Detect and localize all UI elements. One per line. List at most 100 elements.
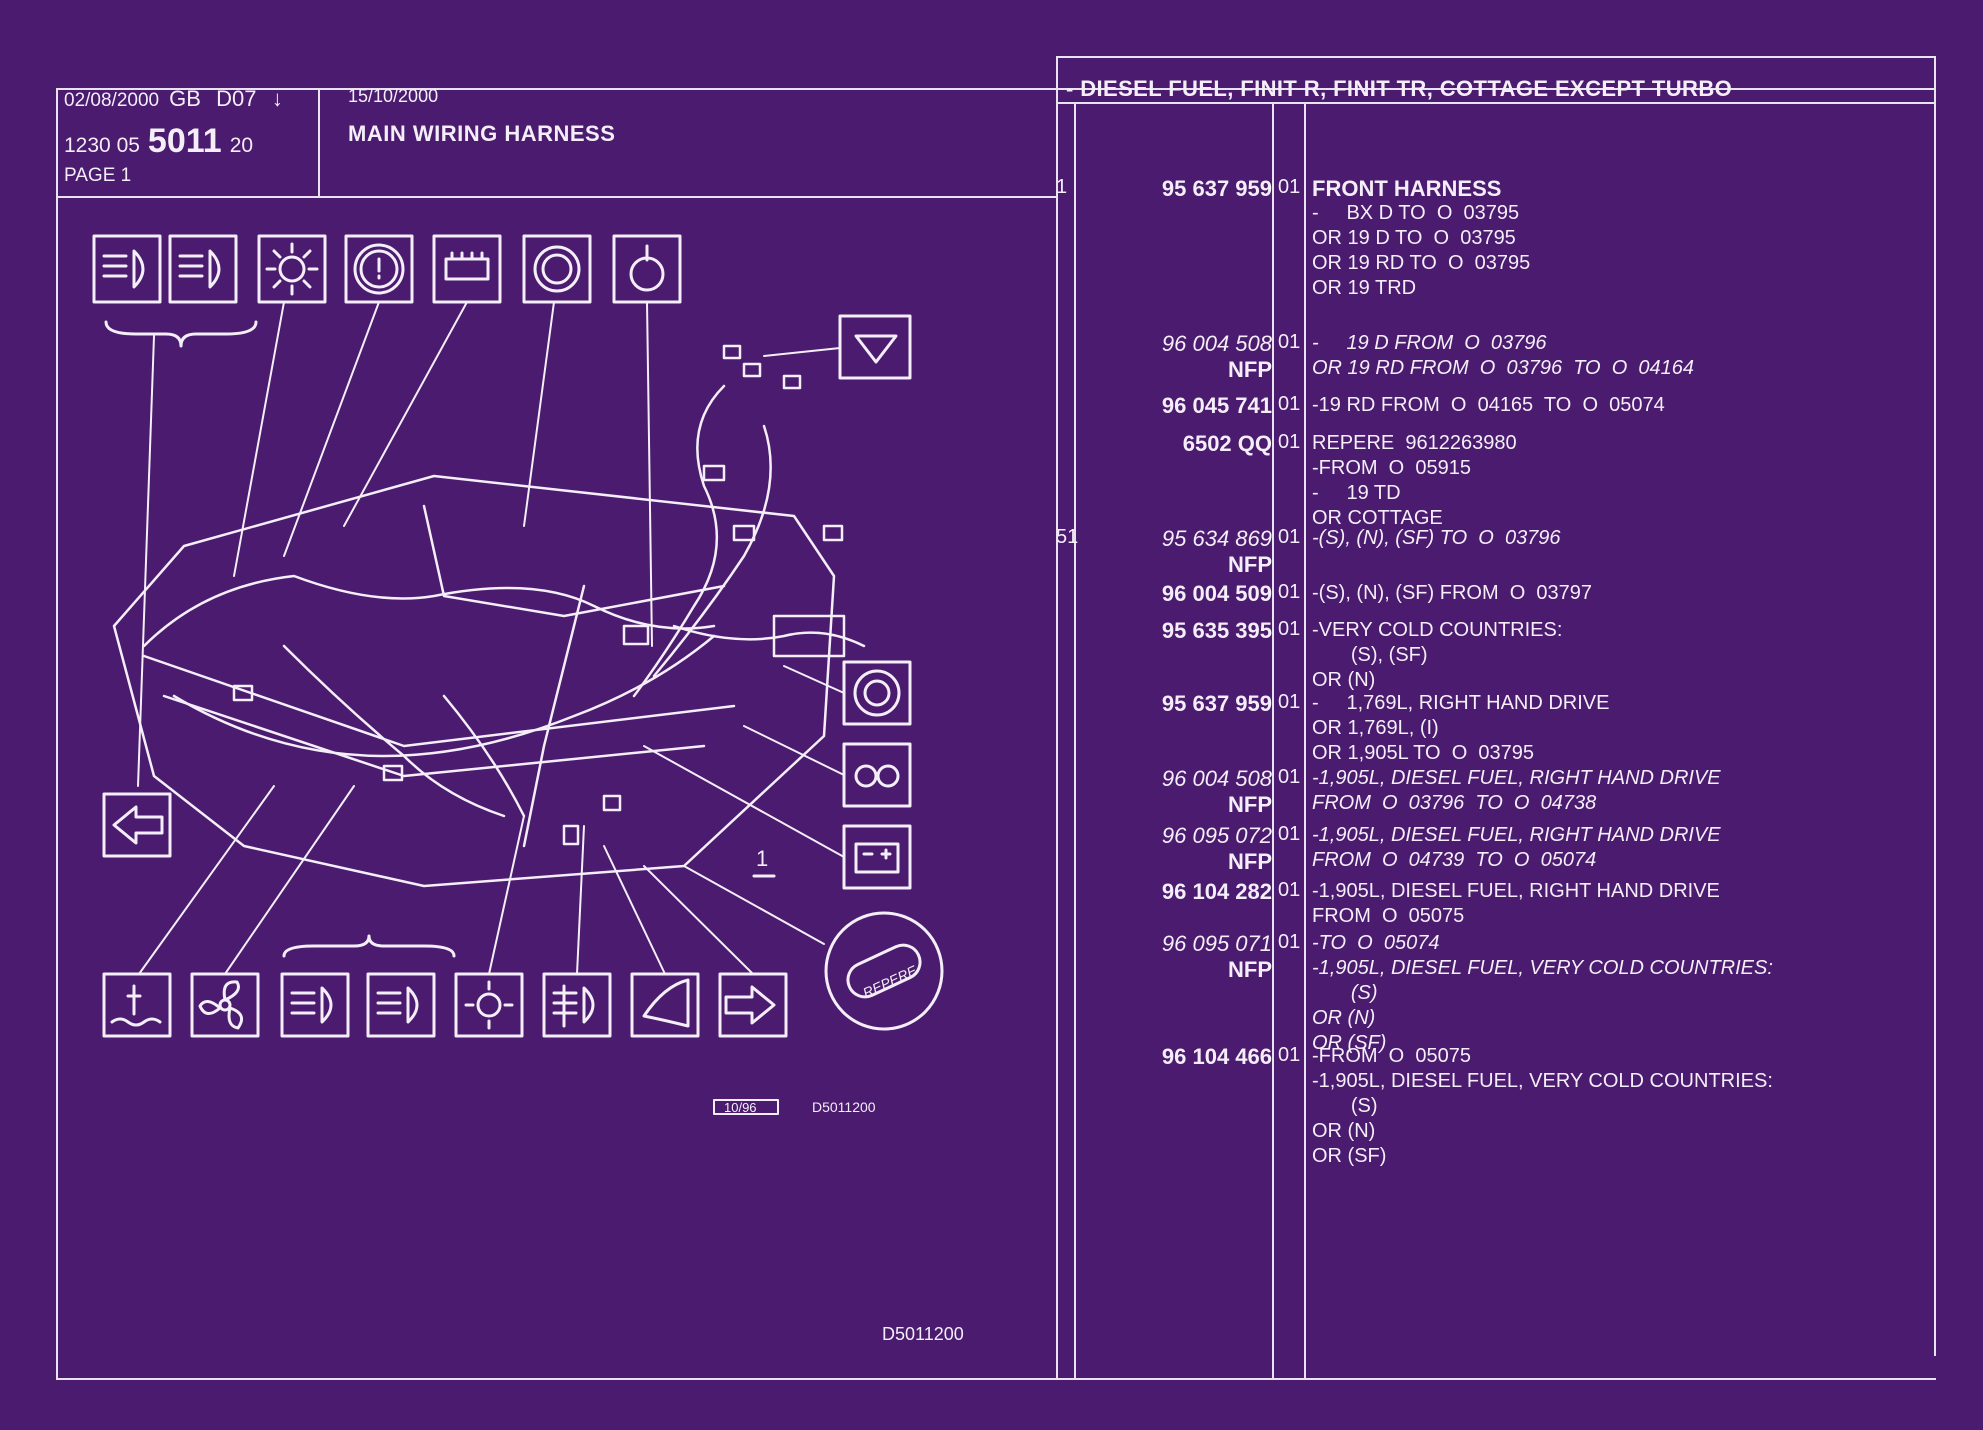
stamp-box [713, 1099, 779, 1115]
description-line: -1,905L, DIESEL FUEL, RIGHT HAND DRIVE [1312, 767, 1721, 789]
description-line: -VERY COLD COUNTRIES: [1312, 619, 1563, 641]
description-line: -(S), (N), (SF) FROM O 03797 [1312, 582, 1593, 604]
model-code: D07 [216, 86, 257, 111]
page-title: MAIN WIRING HARNESS [348, 121, 616, 146]
part-description: - 1,769L, RIGHT HAND DRIVE OR 1,769L, (I)… [1312, 691, 1932, 766]
application-heading: - DIESEL FUEL, FINIT R, FINIT TR, COTTAG… [1066, 76, 1733, 101]
light-icon [454, 972, 524, 1038]
quantity: 01 [1278, 176, 1301, 198]
part-number: 96 004 508 [1161, 331, 1272, 356]
item-number: 1 [1056, 176, 1068, 198]
nfp-flag: NFP [1228, 957, 1272, 982]
low-beam-icon [280, 972, 350, 1038]
part-description: -TO O 05074-1,905L, DIESEL FUEL, VERY CO… [1312, 931, 1932, 1056]
low-beam-icon [92, 234, 162, 304]
plate-suffix: 20 [229, 134, 254, 157]
quantity: 01 [1278, 931, 1301, 953]
quantity: 01 [1278, 618, 1301, 640]
description-line: OR (SF) [1312, 1032, 1387, 1054]
part-number: 96 095 071 [1161, 931, 1272, 956]
diagram-small-ref: D5011200 [812, 1099, 876, 1115]
frame-bottom [56, 1378, 1936, 1380]
callout-number: 1 [756, 846, 768, 871]
nfp-flag: NFP [1228, 552, 1272, 577]
description-line: OR COTTAGE [1312, 507, 1443, 529]
brake-warning-icon [344, 234, 414, 304]
subgroup-number: 05 [116, 134, 140, 157]
fan-icon [190, 972, 260, 1038]
nfp-flag: NFP [1228, 849, 1272, 874]
wiper-icon [838, 314, 912, 380]
description-line: -1,905L, DIESEL FUEL, RIGHT HAND DRIVE [1312, 880, 1720, 902]
frame-top-left [56, 88, 1936, 90]
part-number: 95 637 959 [1161, 176, 1272, 201]
nfp-flag: NFP [1228, 357, 1272, 382]
description-line: -TO O 05074 [1312, 932, 1440, 954]
title-block: 15/10/2000 MAIN WIRING HARNESS [348, 86, 615, 147]
connector-block-icon [432, 234, 502, 304]
light-icon [257, 234, 327, 304]
part-description: -1,905L, DIESEL FUEL, RIGHT HAND DRIVE FR… [1312, 766, 1932, 816]
description-line: FRONT HARNESS [1312, 176, 1502, 201]
part-number: 96 004 509 [1161, 581, 1272, 606]
description-line: OR (N) [1312, 669, 1376, 691]
sensor-icon [612, 234, 682, 304]
part-number: 95 634 869 [1161, 526, 1272, 551]
description-line: (S) [1312, 982, 1378, 1004]
description-line: OR 19 D TO O 03795 [1312, 227, 1516, 249]
quantity: 01 [1278, 691, 1301, 713]
frame-title-rule [1056, 102, 1936, 104]
quantity: 01 [1278, 393, 1301, 415]
quantity: 01 [1278, 766, 1301, 788]
quantity: 01 [1278, 581, 1301, 603]
description-line: OR 1,905L TO O 03795 [1312, 742, 1534, 764]
part-number: 6502 QQ [1182, 431, 1272, 456]
plate-number: 5011 [147, 122, 222, 160]
part-number: 95 637 959 [1161, 691, 1272, 716]
description-line: REPERE 9612263980 [1312, 432, 1517, 454]
header-divider [318, 88, 320, 196]
part-number: 96 095 072 [1161, 823, 1272, 848]
battery-icon [842, 824, 912, 890]
description-line: - 1,769L, RIGHT HAND DRIVE [1312, 692, 1610, 714]
quantity: 01 [1278, 823, 1301, 845]
part-number: 95 635 395 [1161, 618, 1272, 643]
language-code: GB [169, 86, 201, 111]
drawing-reference: D5011200 [882, 1324, 964, 1344]
description-line: -(S), (N), (SF) TO O 03796 [1312, 527, 1561, 549]
description-line: FROM O 04739 TO O 05074 [1312, 849, 1597, 871]
page-number: PAGE 1 [64, 165, 132, 186]
left-indicator-icon [102, 792, 172, 858]
description-line: -FROM O 05915 [1312, 457, 1471, 479]
part-number: 96 045 741 [1161, 393, 1272, 418]
fog-light-icon [542, 972, 612, 1038]
part-number: 96 004 508 [1161, 766, 1272, 791]
description-line: OR (N) [1312, 1120, 1376, 1142]
part-number: 96 104 282 [1161, 879, 1272, 904]
quantity: 01 [1278, 526, 1301, 548]
description-line: FROM O 03796 TO O 04738 [1312, 792, 1597, 814]
frame-top-right [1056, 56, 1936, 58]
abs-icon [522, 234, 592, 304]
col-rule-3 [1304, 104, 1306, 1380]
quantity: 01 [1278, 879, 1301, 901]
revision-date: 02/08/2000 [64, 90, 160, 111]
description-line: -FROM O 05075 [1312, 1045, 1471, 1067]
part-description: -19 RD FROM O 04165 TO O 05074 [1312, 393, 1932, 418]
description-line: - 19 D FROM O 03796 [1312, 332, 1547, 354]
description-line: -19 RD FROM O 04165 TO O 05074 [1312, 394, 1665, 416]
quantity: 01 [1278, 331, 1301, 353]
description-line: OR 19 RD TO O 03795 [1312, 252, 1531, 274]
frame-center-divider [1056, 56, 1058, 1380]
down-arrow-icon: ↓ [271, 86, 283, 111]
description-line: (S), (SF) [1312, 644, 1428, 666]
abs-icon [842, 660, 912, 726]
glow-plug-icon [842, 742, 912, 808]
right-indicator-icon [718, 972, 788, 1038]
description-line: - BX D TO O 03795 [1312, 202, 1520, 224]
description-line: OR 1,769L, (I) [1312, 717, 1439, 739]
